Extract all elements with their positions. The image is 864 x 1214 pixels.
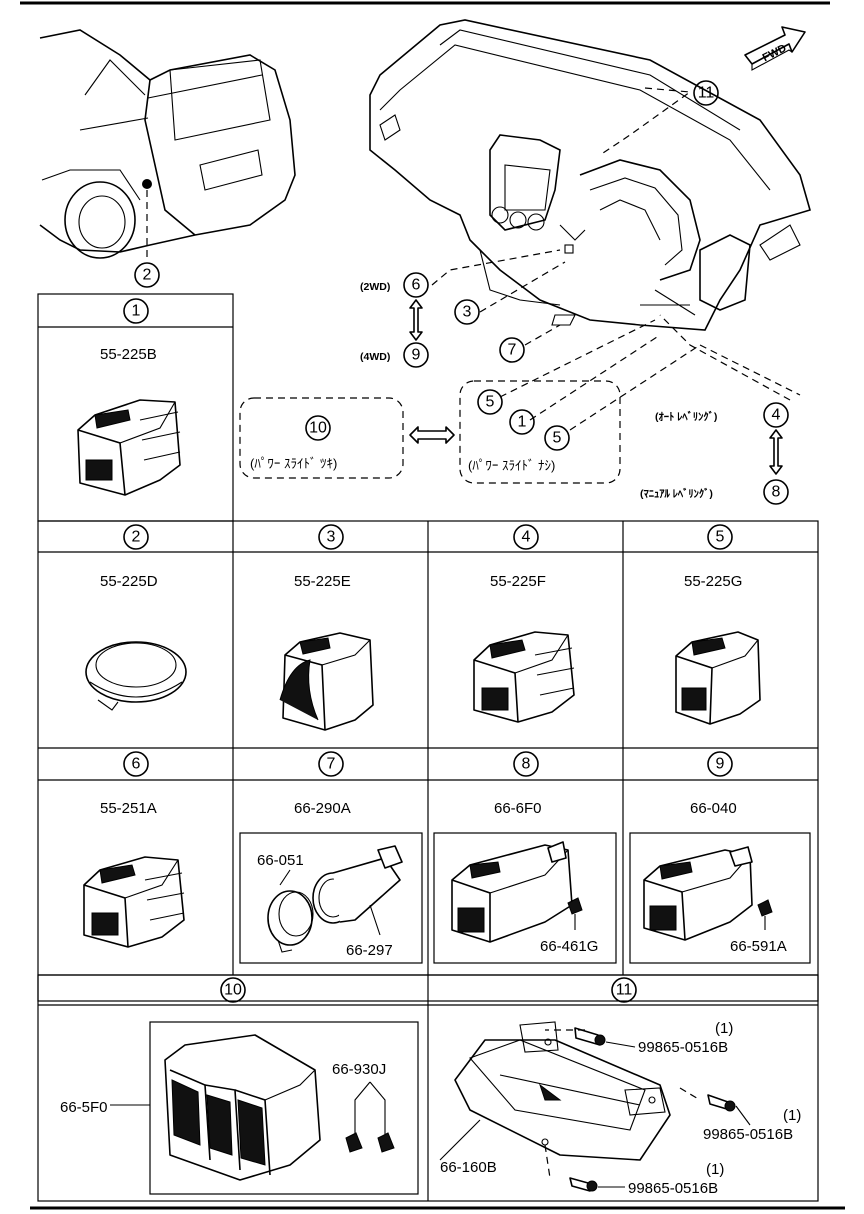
- part-number: 99865-0516B: [638, 1039, 728, 1056]
- svg-text:1: 1: [518, 414, 527, 431]
- plug-55-225D-drawing: [85, 641, 187, 711]
- part-number: 55-251A: [100, 800, 157, 817]
- panel-66-160B-drawing: [439, 1021, 751, 1192]
- cell-2-num: 2: [132, 529, 141, 546]
- part-number: 66-6F0: [494, 800, 542, 817]
- svg-text:4: 4: [772, 407, 781, 424]
- cell-1-num: 1: [132, 303, 141, 320]
- part-number: 66-297: [346, 942, 393, 959]
- part-number: 99865-0516B: [703, 1126, 793, 1143]
- car-rear-illustration: 2: [39, 29, 296, 288]
- leader-lines: [431, 87, 801, 431]
- double-arrow-icon: [769, 429, 783, 475]
- cell-5-num: 5: [716, 529, 725, 546]
- part-number: 66-461G: [540, 938, 598, 955]
- cell-headers: 1 2 3 4 5 6 7 8 9 10 11: [123, 298, 733, 1003]
- power-slide-with-box: [239, 397, 404, 479]
- quantity: (1): [715, 1020, 733, 1037]
- note-manual-leveling: (ﾏﾆｭｱﾙ ﾚﾍﾞﾘﾝｸﾞ): [640, 487, 713, 500]
- double-arrow-icon: [409, 426, 455, 444]
- part-number: 66-051: [257, 852, 304, 869]
- power-slide-without-box: [459, 380, 621, 484]
- power-slide-with-label: (ﾊﾟﾜｰ ｽﾗｲﾄﾞ ﾂｷ): [250, 456, 337, 471]
- cell-8-num: 8: [522, 756, 531, 773]
- part-number: 55-225B: [100, 346, 157, 363]
- switch-66-5F0-drawing: [110, 1021, 419, 1195]
- fwd-arrow-icon: FWD: [744, 26, 806, 71]
- svg-text:9: 9: [412, 347, 421, 364]
- cell-7-num: 7: [327, 756, 336, 773]
- cell-10-num: 10: [224, 982, 242, 999]
- note-2wd: (2WD): [360, 281, 390, 293]
- quantity: (1): [783, 1107, 801, 1124]
- svg-text:6: 6: [412, 277, 421, 294]
- switch-66-6F0-drawing: [433, 832, 617, 964]
- svg-text:8: 8: [772, 484, 781, 501]
- svg-text:5: 5: [486, 394, 495, 411]
- overview-callouts: 11 6 9 3 7 5 1 5 4 8 10 (2WD) (4WD) (ｵｰﾄ…: [239, 80, 789, 505]
- part-number: 55-225G: [684, 573, 742, 590]
- cell-4-num: 4: [522, 529, 531, 546]
- switch-55-251A-drawing: [83, 856, 185, 948]
- part-number: 55-225E: [294, 573, 351, 590]
- part-number: 66-591A: [730, 938, 787, 955]
- note-4wd: (4WD): [360, 351, 390, 363]
- part-number: 55-225F: [490, 573, 546, 590]
- cell-3-num: 3: [327, 529, 336, 546]
- socket-66-290A-drawing: [239, 832, 423, 964]
- callout-2-car: [134, 262, 160, 288]
- switch-55-225G-drawing: [675, 631, 761, 725]
- note-auto-leveling: (ｵｰﾄ ﾚﾍﾞﾘﾝｸﾞ): [655, 410, 717, 423]
- part-number: 66-040: [690, 800, 737, 817]
- dashboard-illustration: [369, 19, 811, 331]
- part-number: 99865-0516B: [628, 1180, 718, 1197]
- part-number: 66-930J: [332, 1061, 386, 1078]
- double-arrow-icon: [409, 299, 423, 341]
- svg-text:2: 2: [143, 267, 152, 284]
- quantity: (1): [706, 1161, 724, 1178]
- cell-6-num: 6: [132, 756, 141, 773]
- svg-text:7: 7: [508, 342, 517, 359]
- part-number: 55-225D: [100, 573, 158, 590]
- part-number: 66-160B: [440, 1159, 497, 1176]
- svg-text:10: 10: [309, 420, 327, 437]
- cell-9-num: 9: [716, 756, 725, 773]
- switch-55-225E-drawing: [279, 632, 374, 731]
- part-numbers: 55-225B 55-225D 55-225E 55-225F 55-225G …: [60, 346, 801, 1197]
- svg-text:11: 11: [698, 85, 715, 102]
- part-number: 66-290A: [294, 800, 351, 817]
- svg-text:5: 5: [553, 430, 562, 447]
- switch-55-225B-drawing: [77, 399, 181, 496]
- switch-66-040-drawing: [629, 832, 811, 964]
- svg-text:3: 3: [463, 304, 472, 321]
- parts-grid: [37, 293, 819, 1202]
- cell-11-num: 11: [616, 982, 633, 999]
- switch-55-225F-drawing: [473, 631, 575, 723]
- power-slide-without-label: (ﾊﾟﾜｰ ｽﾗｲﾄﾞ ﾅｼ): [468, 458, 555, 473]
- part-number: 66-5F0: [60, 1099, 108, 1116]
